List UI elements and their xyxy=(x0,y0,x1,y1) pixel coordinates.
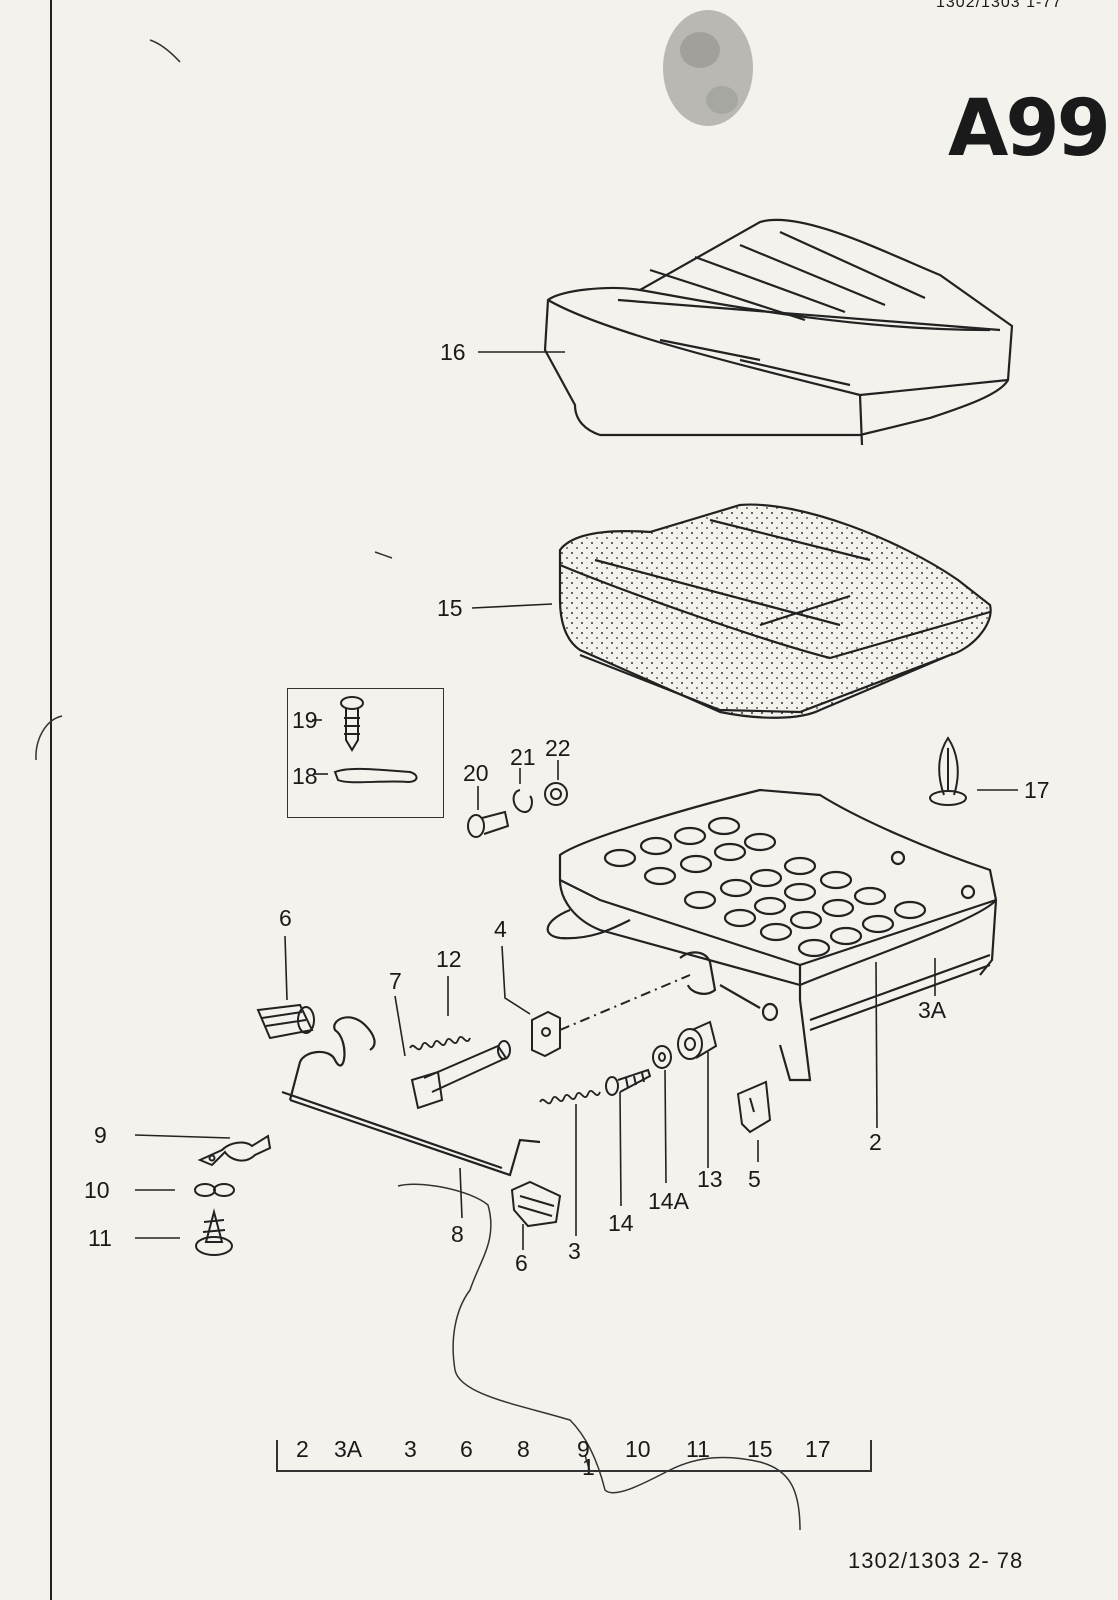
callout-3a: 3A xyxy=(918,997,947,1023)
torsion-bar xyxy=(281,1016,541,1177)
binding-rule xyxy=(50,0,52,1600)
retaining-clip xyxy=(929,736,967,806)
callout-7: 7 xyxy=(389,968,402,994)
scan-marks xyxy=(35,39,801,1531)
strap-clamp xyxy=(197,1134,272,1167)
bracket-part: 3 xyxy=(404,1436,417,1462)
callout-6-lower: 6 xyxy=(515,1250,528,1276)
callout-22: 22 xyxy=(545,735,571,761)
callout-15: 15 xyxy=(437,595,463,621)
callout-6-upper: 6 xyxy=(279,905,292,931)
inset-fasteners xyxy=(333,696,418,784)
pivot-cap-upper xyxy=(256,1003,315,1040)
spring-upper xyxy=(409,1035,471,1051)
callout-10: 10 xyxy=(84,1177,110,1203)
part-group-bracket xyxy=(276,1440,872,1472)
hinge-bracket xyxy=(531,974,691,1058)
callout-1: 1 xyxy=(582,1454,595,1480)
bracket-part: 17 xyxy=(805,1436,831,1462)
seat-foam-pad xyxy=(558,503,992,719)
pivot-cap-lower xyxy=(510,1180,562,1228)
callout-16: 16 xyxy=(440,339,466,365)
callout-4: 4 xyxy=(494,916,507,942)
callout-9: 9 xyxy=(94,1122,107,1148)
bracket-part: 8 xyxy=(517,1436,530,1462)
top-page-reference: 1302/1303 1-77 xyxy=(936,0,1063,11)
flat-washer xyxy=(652,1045,672,1069)
callout-18: 18 xyxy=(292,763,318,789)
bracket-part: 3A xyxy=(334,1436,363,1462)
callout-20: 20 xyxy=(463,760,489,786)
callout-2: 2 xyxy=(869,1129,882,1155)
callout-12: 12 xyxy=(436,946,462,972)
callout-13: 13 xyxy=(697,1166,723,1192)
bushing xyxy=(677,1020,718,1060)
bracket-part: 9 xyxy=(577,1436,590,1462)
screw xyxy=(605,1068,652,1096)
spring-lower xyxy=(539,1089,601,1105)
adjuster-shaft xyxy=(410,1040,511,1110)
bolt-washer-nut xyxy=(467,782,568,838)
callout-17: 17 xyxy=(1024,777,1050,803)
callout-11: 11 xyxy=(88,1225,112,1251)
bottom-page-reference: 1302/1303 2- 78 xyxy=(848,1548,1024,1573)
callout-14: 14 xyxy=(608,1210,634,1236)
inset-box: 19 18 xyxy=(287,688,444,818)
washer-figure-eight xyxy=(194,1183,235,1197)
page-id: A99 xyxy=(948,84,1111,174)
callout-14a: 14A xyxy=(648,1188,689,1214)
leader-lines xyxy=(134,351,1018,1250)
stamp-blot xyxy=(663,10,753,126)
callout-8: 8 xyxy=(451,1221,464,1247)
spring-clip xyxy=(736,1080,772,1134)
seat-cover xyxy=(543,218,1014,446)
seat-pan-frame xyxy=(546,788,998,1082)
callout-19: 19 xyxy=(292,707,318,733)
bracket-part: 11 xyxy=(686,1436,710,1462)
callout-5: 5 xyxy=(748,1166,761,1192)
bracket-part: 10 xyxy=(625,1436,651,1462)
bracket-part: 6 xyxy=(460,1436,473,1462)
bracket-part: 15 xyxy=(747,1436,773,1462)
callout-3: 3 xyxy=(568,1238,581,1264)
callout-21: 21 xyxy=(510,744,536,770)
tapping-screw xyxy=(195,1208,233,1256)
bracket-part: 2 xyxy=(296,1436,309,1462)
